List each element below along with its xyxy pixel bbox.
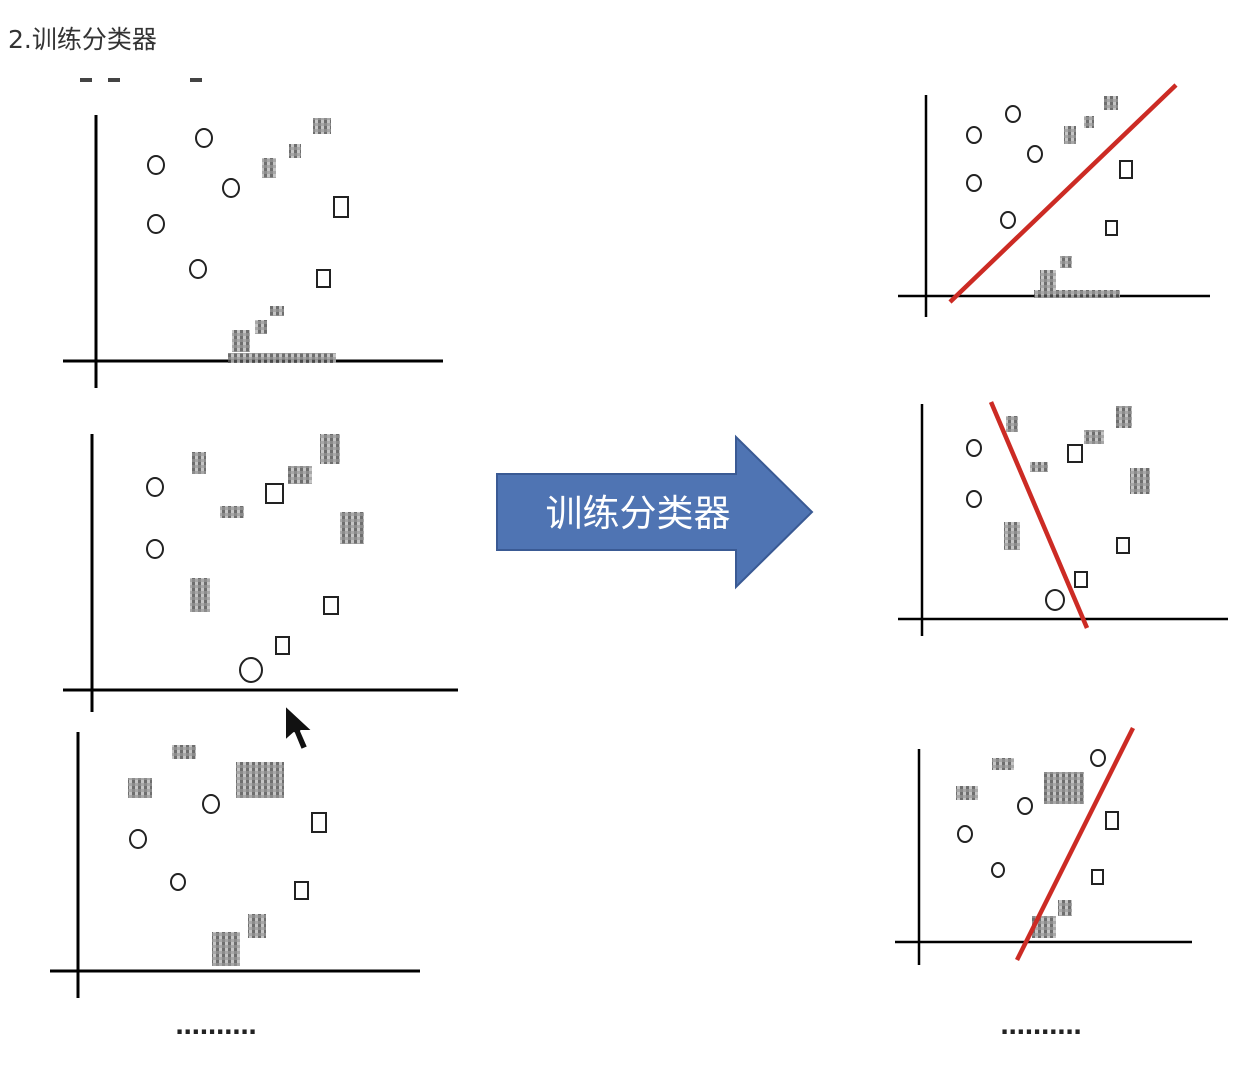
pixel-blocks	[1034, 96, 1120, 298]
square-point	[1091, 869, 1104, 885]
square-point	[311, 812, 327, 833]
circle-point	[966, 439, 982, 457]
circle-point	[1045, 589, 1065, 611]
left-plot-1	[63, 78, 443, 388]
right-plot-3	[895, 726, 1192, 965]
pixel-blocks	[128, 745, 284, 966]
square-point	[1105, 220, 1118, 236]
decision-boundary	[948, 83, 1178, 304]
circle-point	[1017, 797, 1033, 815]
circle-point	[1005, 105, 1021, 123]
circle-point	[202, 794, 220, 814]
right-plot-1	[898, 83, 1210, 317]
square-point	[1116, 537, 1130, 554]
pixel-blocks	[228, 118, 336, 363]
right-plot-2	[898, 401, 1228, 636]
circle-point	[966, 126, 982, 144]
circle-point	[1000, 211, 1016, 229]
circle-point	[147, 214, 165, 234]
circle-point	[991, 862, 1005, 878]
square-point	[265, 483, 284, 504]
pixel-blocks	[190, 434, 364, 612]
square-point	[1074, 571, 1088, 588]
circle-point	[1090, 749, 1106, 767]
decision-boundary	[988, 401, 1090, 629]
circle-point	[189, 259, 207, 279]
circle-point	[170, 873, 186, 891]
arrow-shape	[496, 434, 814, 590]
ellipsis-right: ..........	[1000, 1012, 1082, 1040]
pixel-blocks	[956, 758, 1084, 938]
circle-point	[957, 825, 973, 843]
circle-point	[146, 477, 164, 497]
decision-boundary	[1014, 726, 1136, 962]
pixel-blocks	[1004, 406, 1150, 550]
square-point	[323, 596, 339, 615]
square-point	[1105, 811, 1119, 830]
square-point	[1067, 444, 1083, 463]
circle-point	[147, 155, 165, 175]
circle-point	[1027, 145, 1043, 163]
training-arrow: 训练分类器	[496, 434, 814, 590]
circle-point	[239, 657, 263, 683]
mouse-cursor-icon	[284, 704, 314, 751]
circle-point	[195, 128, 213, 148]
square-point	[1119, 160, 1133, 179]
square-point	[333, 196, 349, 218]
circle-point	[966, 174, 982, 192]
arrow-label: 训练分类器	[546, 492, 731, 535]
square-point	[294, 881, 309, 900]
square-point	[275, 636, 290, 655]
circle-point	[222, 178, 240, 198]
ellipsis-left: ..........	[175, 1012, 257, 1040]
square-point	[316, 269, 331, 288]
left-plot-3	[50, 732, 420, 998]
circle-point	[129, 829, 147, 849]
section-heading: 2.训练分类器	[8, 25, 157, 54]
left-plot-2	[63, 434, 458, 712]
circle-point	[966, 490, 982, 508]
circle-point	[146, 539, 164, 559]
